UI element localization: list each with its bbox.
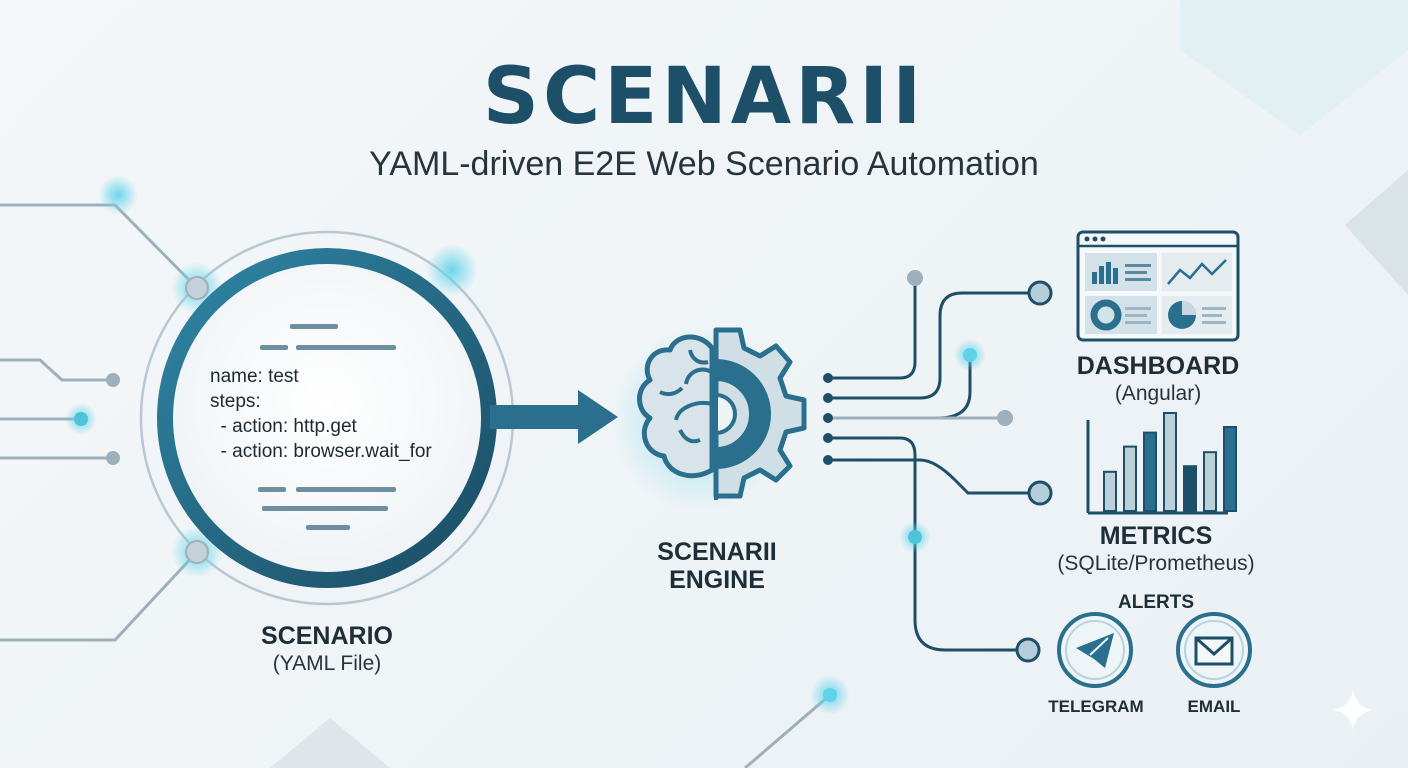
- sparkle-icon: [1333, 690, 1373, 730]
- metrics-chart-icon: [1086, 412, 1237, 515]
- gear-icon: [713, 327, 807, 499]
- telegram-alert-icon: [1057, 612, 1133, 688]
- brain-icon: [637, 334, 715, 479]
- right-circuit-traces: [828, 278, 1040, 652]
- dashboard-sublabel: (Angular): [1114, 382, 1202, 405]
- paper-plane-icon: [1076, 633, 1114, 668]
- telegram-label: TELEGRAM: [1048, 697, 1144, 716]
- metrics-sublabel: (SQLite/Prometheus): [1057, 552, 1255, 575]
- alerts-label: ALERTS: [1118, 592, 1194, 613]
- code-line: - action: http.get: [210, 416, 357, 437]
- yaml-code-block: name: test steps: - action: http.get - a…: [210, 364, 432, 464]
- envelope-icon: [1194, 636, 1234, 666]
- metrics-bar: [1103, 470, 1117, 512]
- page-subtitle: YAML-driven E2E Web Scenario Automation: [369, 145, 1039, 183]
- page-title: SCENARII: [482, 52, 926, 142]
- email-alert-icon: [1176, 612, 1252, 688]
- code-line: - action: browser.wait_for: [210, 441, 432, 462]
- metrics-bar: [1143, 431, 1157, 513]
- code-line: steps:: [210, 391, 261, 412]
- right-circuit-nodes: [823, 270, 1053, 663]
- email-label: EMAIL: [1187, 697, 1241, 716]
- metrics-bar: [1123, 445, 1137, 513]
- scenario-sublabel: (YAML File): [272, 652, 382, 675]
- engine-node: [612, 327, 807, 512]
- metrics-label: METRICS: [1099, 522, 1213, 550]
- dashboard-label: DASHBOARD: [1076, 352, 1240, 380]
- code-line: name: test: [210, 366, 299, 387]
- flow-arrow: [490, 390, 618, 444]
- engine-label-line2: ENGINE: [669, 566, 765, 594]
- metrics-bar: [1223, 426, 1237, 512]
- dashboard-window-icon: [1076, 230, 1240, 342]
- metrics-bar: [1183, 465, 1197, 513]
- scenario-yaml-node: [139, 230, 515, 606]
- metrics-bar: [1163, 412, 1177, 512]
- metrics-bar: [1203, 451, 1217, 513]
- background-decoration: [270, 0, 1408, 768]
- scenario-label: SCENARIO: [261, 622, 393, 650]
- engine-label-line1: SCENARII: [657, 538, 777, 566]
- left-circuit-nodes: [65, 175, 850, 715]
